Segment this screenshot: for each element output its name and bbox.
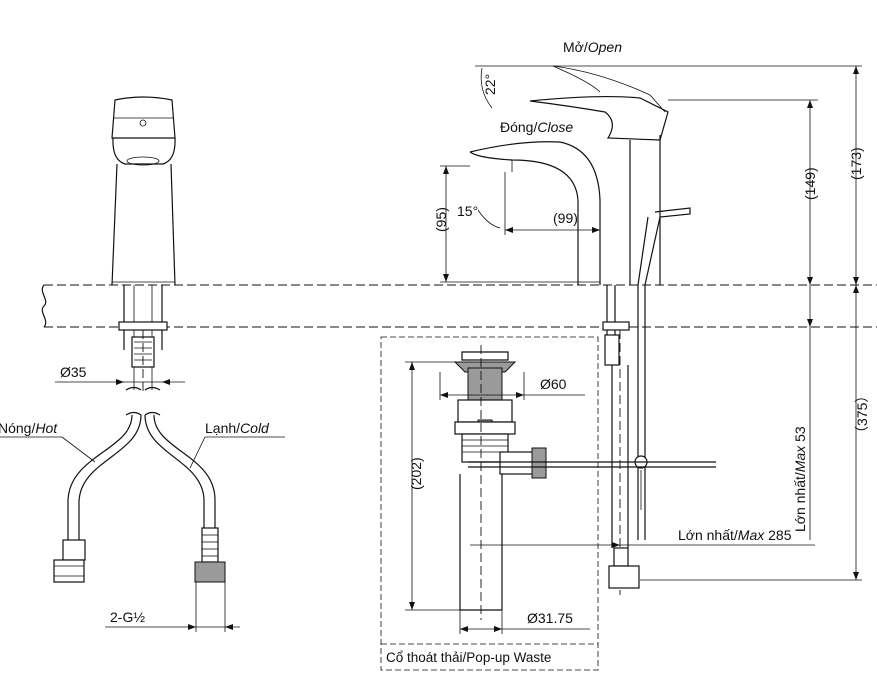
cold-hose — [144, 414, 226, 583]
popup-waste-box: Cổ thoát thải/Pop-up Waste — [380, 336, 599, 671]
spout-reach-label: (99) — [553, 210, 578, 226]
shank-diameter-dimension: Ø35 — [55, 364, 185, 385]
hot-label: Nóng/Hot — [0, 420, 96, 463]
open-angle-label: 22° — [482, 74, 498, 95]
waste-top-diameter-dimension: Ø60 — [439, 372, 585, 400]
max-reach-dimension: Lớn nhất/Max 285 — [470, 527, 815, 548]
below-deck-dimension: （375） — [640, 285, 870, 581]
height-dimensions: (149) (173) — [553, 65, 864, 285]
cold-label: Lạnh/Cold — [189, 420, 285, 469]
waste-length-label: (202) — [408, 457, 424, 490]
countertop — [41, 284, 877, 328]
thread-dimension: 2-G½ — [105, 582, 240, 632]
faucet-front-view — [111, 96, 176, 416]
svg-text:Lớn nhất/Max 285: Lớn nhất/Max 285 — [678, 527, 792, 543]
hot-hose — [53, 414, 142, 583]
faucet-side-view — [469, 65, 691, 286]
svg-text:Mở/Open: Mở/Open — [563, 39, 622, 55]
svg-text:Đóng/Close: Đóng/Close — [500, 119, 573, 135]
open-label: Mở/Open — [563, 39, 622, 55]
close-label: Đóng/Close — [500, 119, 573, 135]
open-angle-dimension: 22° — [475, 65, 553, 109]
spout-dimensions: (95) 15° (99) — [433, 165, 600, 283]
below-deck-label: （375） — [854, 389, 870, 440]
waste-caption: Cổ thoát thải/Pop-up Waste — [386, 650, 551, 665]
svg-text:Lạnh/Cold: Lạnh/Cold — [205, 420, 270, 436]
spout-height-label: (95) — [433, 207, 449, 232]
close-angle-label: 15° — [457, 203, 478, 219]
total-height-label: (173) — [848, 147, 864, 180]
waste-bottom-diameter-label: Ø31.75 — [527, 610, 573, 626]
max-height-dimension: Lớn nhất/Max 53 — [792, 285, 813, 540]
thread-label: 2-G½ — [110, 609, 145, 625]
body-height-label: (149) — [802, 167, 818, 200]
side-supply-pipe — [602, 285, 648, 595]
svg-text:Nóng/Hot: Nóng/Hot — [0, 420, 58, 436]
svg-text:Lớn nhất/Max 53: Lớn nhất/Max 53 — [792, 426, 808, 532]
waste-length-dimension: (202) — [405, 361, 460, 611]
waste-top-diameter-label: Ø60 — [540, 376, 567, 392]
shank-diameter-label: Ø35 — [60, 364, 87, 380]
popup-waste-drawing — [453, 345, 716, 620]
waste-bottom-diameter-dimension: Ø31.75 — [459, 610, 590, 634]
